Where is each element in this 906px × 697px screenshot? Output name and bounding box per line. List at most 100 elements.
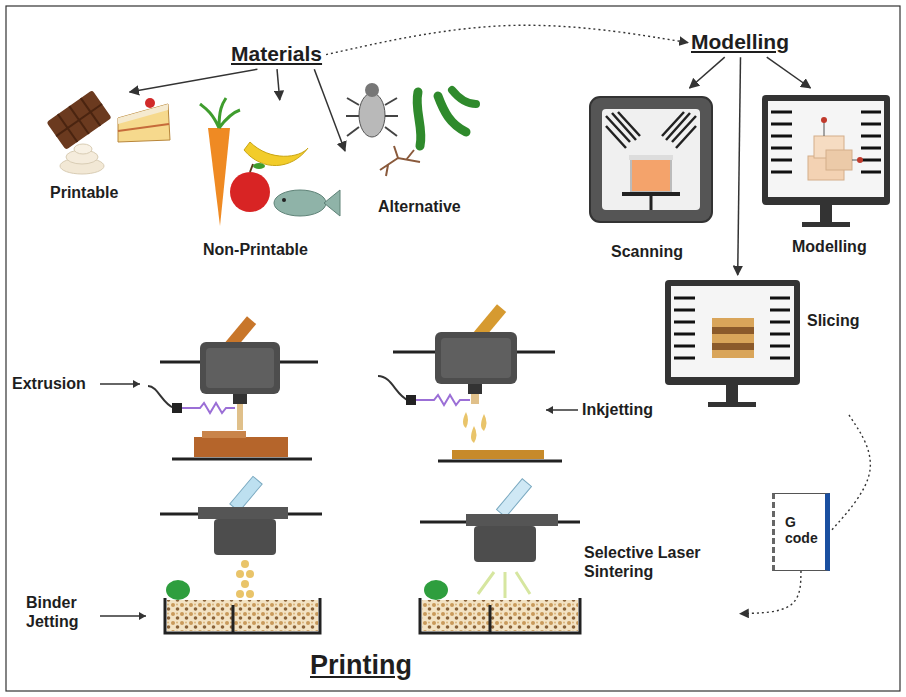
modelling-monitor: [771, 112, 881, 172]
binder-jetting-printer: [165, 598, 320, 633]
whipped-cream: [60, 144, 104, 174]
binder-jetting-printer: [214, 519, 276, 555]
extrusion-printer: [200, 342, 280, 394]
section-heading: Modelling: [688, 28, 793, 57]
slicing-monitor: [712, 350, 754, 358]
heading-text: Materials: [231, 42, 322, 66]
extrusion-printer: [202, 431, 246, 438]
laser-sintering-printer: [497, 479, 532, 517]
scanner: [590, 97, 712, 222]
fish: [324, 190, 340, 216]
cake-slice: [118, 104, 170, 142]
scanner: [629, 155, 673, 160]
modelling-monitor: [762, 95, 890, 205]
heading-text: Printing: [310, 650, 412, 681]
dotted-flow-arrow: [326, 25, 688, 54]
binder-jetting-printer: [246, 570, 254, 578]
cake-slice: [118, 98, 170, 142]
inkjet-printer: [378, 304, 578, 461]
laser-sintering-printer: [420, 598, 580, 633]
scanner: [650, 196, 653, 210]
dotted-flow-arrow: [830, 415, 870, 532]
binder-jetting-printer: [236, 570, 244, 578]
extrusion-printer: [237, 404, 243, 430]
apple: [230, 163, 270, 212]
slicing-monitor: [712, 343, 754, 350]
modelling-monitor: [768, 101, 884, 197]
flow-arrow: [690, 57, 725, 88]
green-worms: [417, 90, 476, 146]
notebook-text: G code: [785, 514, 825, 546]
extrusion-printer: [172, 403, 182, 413]
binder-jetting-printer: [241, 560, 249, 568]
binder-jetting-printer: [230, 476, 262, 511]
extrusion-printer: [133, 380, 140, 388]
inkjet-printer: [471, 426, 477, 443]
scanning-step: Scanning: [575, 88, 720, 266]
apple: [250, 164, 253, 172]
caption-text: Modelling: [792, 238, 867, 256]
inkjet-printer: [481, 414, 487, 431]
binder-jetting-printer: [236, 590, 244, 598]
cake-slice: [145, 98, 155, 108]
carrot: [200, 98, 240, 128]
fish: [274, 190, 326, 216]
slicing-monitor: [712, 318, 754, 327]
food-group: Printable: [40, 92, 180, 210]
flow-arrow: [738, 57, 741, 275]
modelling-monitor: [824, 122, 825, 136]
beetle: [359, 93, 385, 137]
slicing-step: Slicing: [660, 275, 870, 415]
laser-sintering-printer: [478, 572, 530, 598]
inkjet-printer: [435, 332, 517, 384]
scanner: [631, 158, 671, 192]
gcode-notebook: G code: [772, 493, 830, 571]
inkjet-printer: [546, 406, 553, 414]
banana: [244, 142, 308, 166]
laser-sintering-printer: [422, 600, 578, 631]
apple: [230, 172, 270, 212]
binder-jetting-printer: [166, 580, 190, 600]
laser-sintering-printer: [424, 580, 448, 600]
section-heading: Materials: [228, 40, 326, 69]
cake-slice: [118, 104, 168, 124]
fish: [274, 190, 340, 216]
binder-jetting-printer: [241, 580, 249, 588]
carrot: [208, 128, 230, 226]
method-label: Extrusion: [12, 374, 86, 393]
slicing-monitor: [665, 280, 800, 385]
extrusion-printer: [182, 403, 235, 413]
heading-text: Modelling: [691, 30, 789, 54]
inkjet-printer: [463, 412, 468, 428]
scanner: [602, 109, 700, 210]
twigs: [380, 146, 420, 176]
laser-sintering-printer: [420, 479, 580, 633]
extrusion-printer: [206, 348, 274, 388]
whipped-cream: [74, 144, 92, 154]
extrusion-printer: [233, 394, 247, 404]
inkjet-printer: [452, 450, 544, 459]
cake-slice: [118, 124, 169, 131]
chocolate-bar: [46, 90, 111, 150]
inkjet-printer: [471, 394, 479, 404]
slicing-monitor: [726, 385, 738, 403]
extrusion-printer: [148, 386, 174, 408]
inkjet-printer: [441, 338, 511, 378]
green-worms: [452, 90, 476, 104]
dotted-flow-arrow: [740, 571, 801, 614]
fish: [282, 198, 286, 202]
flow-arrow: [314, 69, 345, 151]
beetle: [346, 83, 398, 137]
green-worms: [417, 92, 421, 146]
slicing-monitor: [671, 286, 794, 377]
slicing-monitor: [712, 327, 754, 334]
slicing-monitor: [674, 298, 790, 358]
inkjet-printer: [468, 384, 482, 394]
method-label: Binder Jetting: [26, 593, 98, 631]
binder-jetting-printer: [246, 590, 254, 598]
binder-jetting-printer: [198, 507, 288, 519]
binder-jetting-printer: [139, 612, 146, 620]
slicing-monitor: [708, 402, 756, 407]
